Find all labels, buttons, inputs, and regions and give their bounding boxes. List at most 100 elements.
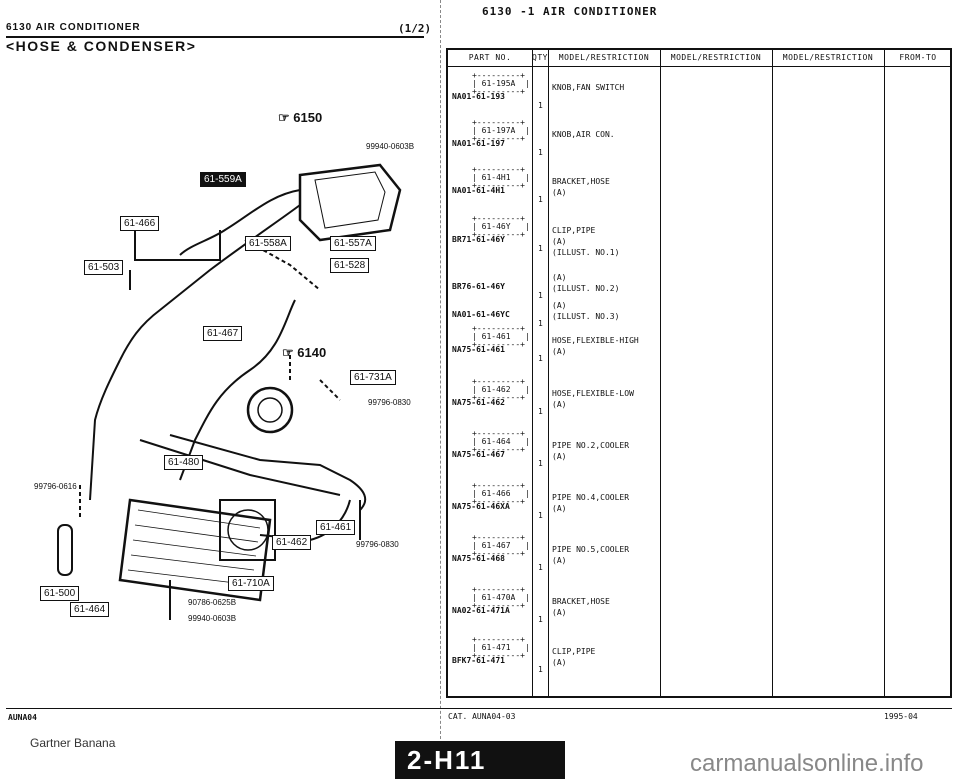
label-61-464[interactable]: 61-464 <box>70 602 110 617</box>
description: BRACKET,HOSE (A) <box>552 597 610 617</box>
diagram-drawing <box>57 163 402 620</box>
quantity: 1 <box>538 101 543 110</box>
caption-bolt-4: 99796-0830 <box>356 540 399 549</box>
label-61-467[interactable]: 61-467 <box>203 326 243 341</box>
part-number: NA75-61-461 <box>452 345 505 354</box>
label-61-528[interactable]: 61-528 <box>330 258 370 273</box>
ref-6150[interactable]: ☞ 6150 <box>278 110 323 125</box>
col-model-1: MODEL/RESTRICTION <box>558 53 650 62</box>
part-box: +---------+ | 61-46Y | +---------+ <box>472 214 530 239</box>
part-number: BR76-61-46Y <box>452 282 505 291</box>
table-row[interactable]: +---------+ | 61-462 | +---------+NA75-6… <box>448 376 952 428</box>
description: PIPE NO.5,COOLER (A) <box>552 545 630 565</box>
description: CLIP,PIPE (A) (ILLUST. NO.1) <box>552 226 620 257</box>
description: CLIP,PIPE (A) <box>552 647 596 667</box>
ref-6140[interactable]: ☞ 6140 <box>282 345 327 360</box>
col-divider <box>772 50 773 696</box>
caption-bolt-6: 99940-0603B <box>188 614 237 623</box>
quantity: 1 <box>538 563 543 572</box>
label-61-731A[interactable]: 61-731A <box>350 370 396 385</box>
label-61-466[interactable]: 61-466 <box>120 216 160 231</box>
watermark-text: Gartner Banana <box>30 736 116 750</box>
quantity: 1 <box>538 291 543 300</box>
part-number: NA01-61-46YC <box>452 310 510 319</box>
label-61-557A[interactable]: 61-557A <box>330 236 376 251</box>
table-row[interactable]: +---------+ | 61-4H1 | +---------+NA01-6… <box>448 164 952 216</box>
description: KNOB,AIR CON. <box>552 130 615 139</box>
description: BRACKET,HOSE (A) <box>552 177 610 197</box>
part-box: +---------+ | 61-464 | +---------+ <box>472 429 530 454</box>
label-61-461[interactable]: 61-461 <box>316 520 356 535</box>
part-box: +---------+ | 61-471 | +---------+ <box>472 635 530 660</box>
part-number: BFK7-61-471 <box>452 656 505 665</box>
part-box: +---------+ | 61-470A | +---------+ <box>472 585 530 610</box>
label-61-558A[interactable]: 61-558A <box>245 236 291 251</box>
quantity: 1 <box>538 244 543 253</box>
col-part-no: PART NO. <box>468 53 512 62</box>
quantity: 1 <box>538 407 543 416</box>
label-61-503[interactable]: 61-503 <box>84 260 124 275</box>
col-divider <box>884 50 885 696</box>
table-title: 6130 -1 AIR CONDITIONER <box>482 5 658 18</box>
quantity: 1 <box>538 665 543 674</box>
quantity: 1 <box>538 148 543 157</box>
page-divider <box>440 0 442 779</box>
page-badge: 2-H11 <box>395 741 565 779</box>
table-row[interactable]: +---------+ | 61-46Y | +---------+BR71-6… <box>448 213 952 265</box>
footer-rule <box>6 708 952 709</box>
section-title: 6130 AIR CONDITIONER <box>6 22 141 33</box>
part-box: +---------+ | 61-467 | +---------+ <box>472 533 530 558</box>
description: KNOB,FAN SWITCH <box>552 83 625 92</box>
header-rule <box>6 36 424 38</box>
part-box: +---------+ | 61-4H1 | +---------+ <box>472 165 530 190</box>
table-row[interactable]: +---------+ | 61-461 | +---------+NA75-6… <box>448 323 952 375</box>
label-61-480[interactable]: 61-480 <box>164 455 204 470</box>
table-row[interactable]: +---------+ | 61-466 | +---------+NA75-6… <box>448 480 952 532</box>
part-box: +---------+ | 61-466 | +---------+ <box>472 481 530 506</box>
table-row[interactable]: +---------+ | 61-470A | +---------+NA02-… <box>448 584 952 636</box>
quantity: 1 <box>538 459 543 468</box>
description: HOSE,FLEXIBLE-HIGH (A) <box>552 336 639 356</box>
label-61-500[interactable]: 61-500 <box>40 586 80 601</box>
table-row[interactable]: +---------+ | 61-471 | +---------+BFK7-6… <box>448 634 952 686</box>
label-61-710A[interactable]: 61-710A <box>228 576 274 591</box>
exploded-diagram: ☞ 6150 ☞ 6140 61-559A 61-466 61-503 61-5… <box>20 80 430 640</box>
description: HOSE,FLEXIBLE-LOW (A) <box>552 389 634 409</box>
col-qty: QTY <box>532 53 548 62</box>
table-row[interactable]: +---------+ | 61-195A | +---------+NA01-… <box>448 70 952 122</box>
description: PIPE NO.2,COOLER (A) <box>552 441 630 461</box>
table-row[interactable]: +---------+ | 61-467 | +---------+NA75-6… <box>448 532 952 584</box>
part-number: NA01-61-197 <box>452 139 505 148</box>
site-watermark: carmanualsonline.info <box>690 750 924 777</box>
table-row[interactable]: +---------+ | 61-197A | +---------+NA01-… <box>448 117 952 169</box>
caption-bolt-2: 99796-0830 <box>368 398 411 407</box>
part-number: NA01-61-4H1 <box>452 186 505 195</box>
part-box: +---------+ | 61-197A | +---------+ <box>472 118 530 143</box>
caption-bolt-5: 90786-0625B <box>188 598 237 607</box>
col-from-to: FROM-TO <box>899 53 937 62</box>
part-number: NA02-61-471A <box>452 606 510 615</box>
caption-bolt-3: 99796-0616 <box>34 482 77 491</box>
caption-bolt-1: 99940-0603B <box>366 142 415 151</box>
table-header: PART NO. QTY MODEL/RESTRICTION MODEL/RES… <box>448 50 950 67</box>
col-divider <box>532 50 533 696</box>
part-number: NA75-61-467 <box>452 450 505 459</box>
col-model-3: MODEL/RESTRICTION <box>782 53 874 62</box>
label-61-462[interactable]: 61-462 <box>272 535 312 550</box>
label-61-559A[interactable]: 61-559A <box>200 172 246 187</box>
catalog-date: 1995-04 <box>884 712 918 721</box>
quantity: 1 <box>538 195 543 204</box>
part-box: +---------+ | 61-195A | +---------+ <box>472 71 530 96</box>
quantity: 1 <box>538 354 543 363</box>
table-row[interactable]: +---------+ | 61-464 | +---------+NA75-6… <box>448 428 952 480</box>
col-model-2: MODEL/RESTRICTION <box>670 53 762 62</box>
col-divider <box>660 50 661 696</box>
parts-table: PART NO. QTY MODEL/RESTRICTION MODEL/RES… <box>446 48 952 698</box>
description: PIPE NO.4,COOLER (A) <box>552 493 630 513</box>
part-number: NA75-61-468 <box>452 554 505 563</box>
section-subtitle: <HOSE & CONDENSER> <box>6 38 197 54</box>
part-number: NA75-61-46XA <box>452 502 510 511</box>
quantity: 1 <box>538 511 543 520</box>
